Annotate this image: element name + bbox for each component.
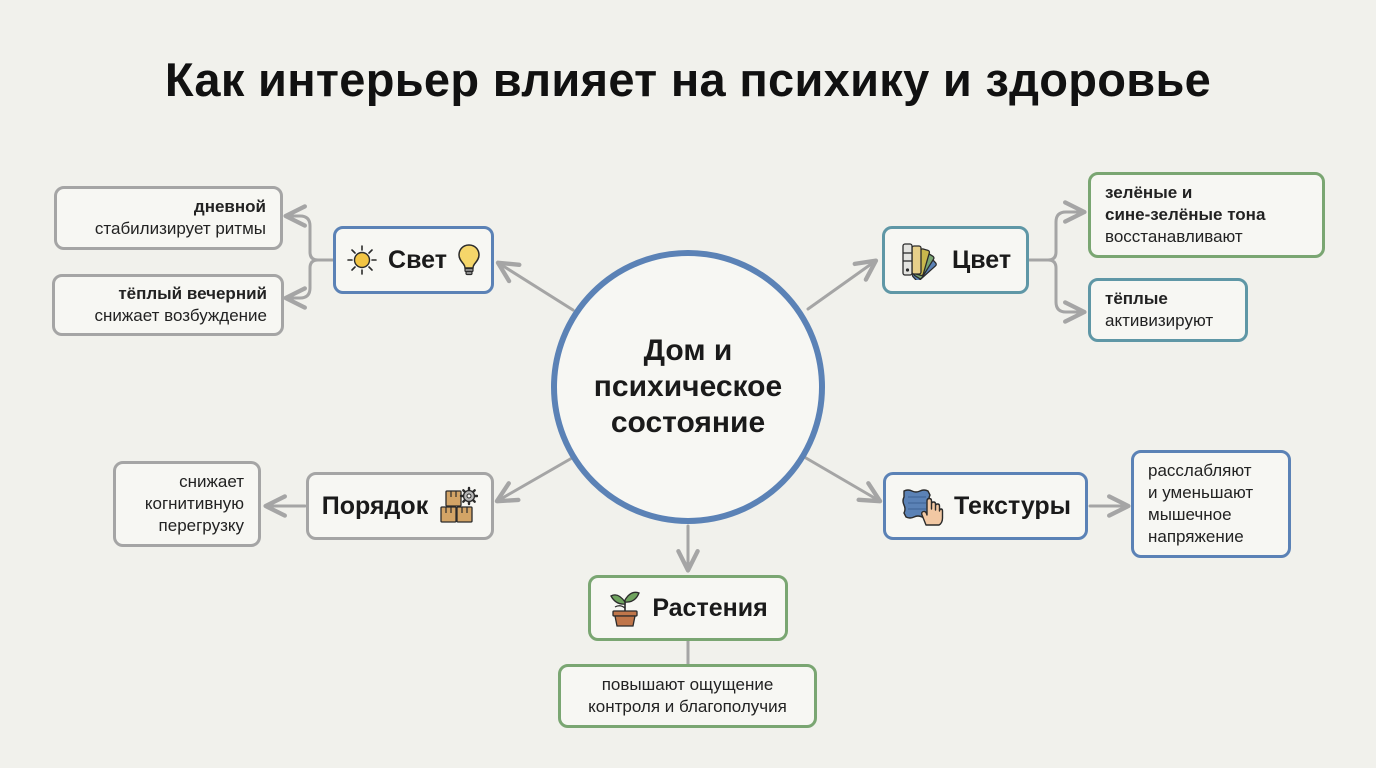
note-green-tones-line-1: зелёные и — [1105, 183, 1193, 202]
potted-plant-icon — [608, 588, 642, 628]
node-plants: Растения — [588, 575, 788, 641]
arrow-light-to-warm — [283, 258, 337, 310]
node-order-label: Порядок — [321, 491, 429, 520]
fabric-hand-icon — [900, 485, 944, 527]
sun-icon — [346, 244, 378, 276]
node-color: Цвет — [882, 226, 1029, 294]
note-textures-line-2: и уменьшают — [1148, 483, 1254, 502]
note-daylight-line-1: дневной — [193, 197, 266, 216]
node-order: Порядок — [306, 472, 494, 540]
note-plants-line-2: контроля и благополучия — [588, 697, 787, 716]
note-order-line-3: перегрузку — [158, 516, 244, 535]
note-green-tones: зелёные и сине-зелёные тона восстанавлив… — [1088, 172, 1325, 258]
note-textures-line-3: мышечное — [1148, 505, 1232, 524]
center-line-3: состояние — [610, 406, 766, 439]
boxes-gear-icon — [438, 486, 479, 526]
arrow-center-to-order — [494, 456, 574, 504]
center-line-1: Дом и — [643, 334, 733, 367]
note-daylight: дневной стабилизирует ритмы — [54, 186, 283, 250]
note-plants-line-1: повышают ощущение — [601, 675, 774, 694]
note-warm-light: тёплый вечерний снижает возбуждение — [52, 274, 284, 336]
note-warm-tones-line-1: тёплые — [1105, 289, 1168, 308]
arrow-center-to-color — [806, 258, 879, 311]
arrow-light-to-daylight — [283, 204, 337, 262]
note-textures: расслабляют и уменьшают мышечное напряже… — [1131, 450, 1291, 558]
note-plants: повышают ощущение контроля и благополучи… — [558, 664, 817, 728]
note-green-tones-line-2: сине-зелёные тона — [1105, 205, 1266, 224]
node-light-label: Свет — [388, 245, 447, 274]
arrow-color-to-warm — [1028, 258, 1087, 324]
note-warm-tones-line-2: активизируют — [1105, 311, 1214, 330]
lightbulb-icon — [457, 243, 481, 277]
note-warm-light-line-2: снижает возбуждение — [94, 306, 267, 325]
note-order-line-1: снижает — [179, 472, 244, 491]
note-textures-line-4: напряжение — [1148, 527, 1244, 546]
arrow-center-to-textures — [804, 456, 883, 504]
node-light: Свет — [333, 226, 494, 294]
note-daylight-line-2: стабилизирует ритмы — [94, 219, 266, 238]
note-order-line-2: когнитивную — [144, 494, 244, 513]
arrow-center-to-light — [495, 260, 575, 312]
page-title: Как интерьер влияет на психику и здоровь… — [164, 53, 1212, 106]
center-line-2: психическое — [593, 370, 783, 403]
node-color-label: Цвет — [951, 245, 1012, 274]
note-green-tones-line-3: восстанавливают — [1105, 227, 1243, 246]
arrow-color-to-green — [1028, 200, 1087, 262]
note-order: снижает когнитивную перегрузку — [113, 461, 261, 547]
note-warm-light-line-1: тёплый вечерний — [118, 284, 267, 303]
node-textures: Текстуры — [883, 472, 1088, 540]
color-palette-icon — [900, 240, 942, 280]
note-warm-tones: тёплые активизируют — [1088, 278, 1248, 342]
note-textures-line-1: расслабляют — [1148, 461, 1252, 480]
node-textures-label: Текстуры — [953, 491, 1072, 520]
node-plants-label: Растения — [652, 593, 768, 622]
center-node: Дом и психическое состояние — [551, 250, 825, 524]
